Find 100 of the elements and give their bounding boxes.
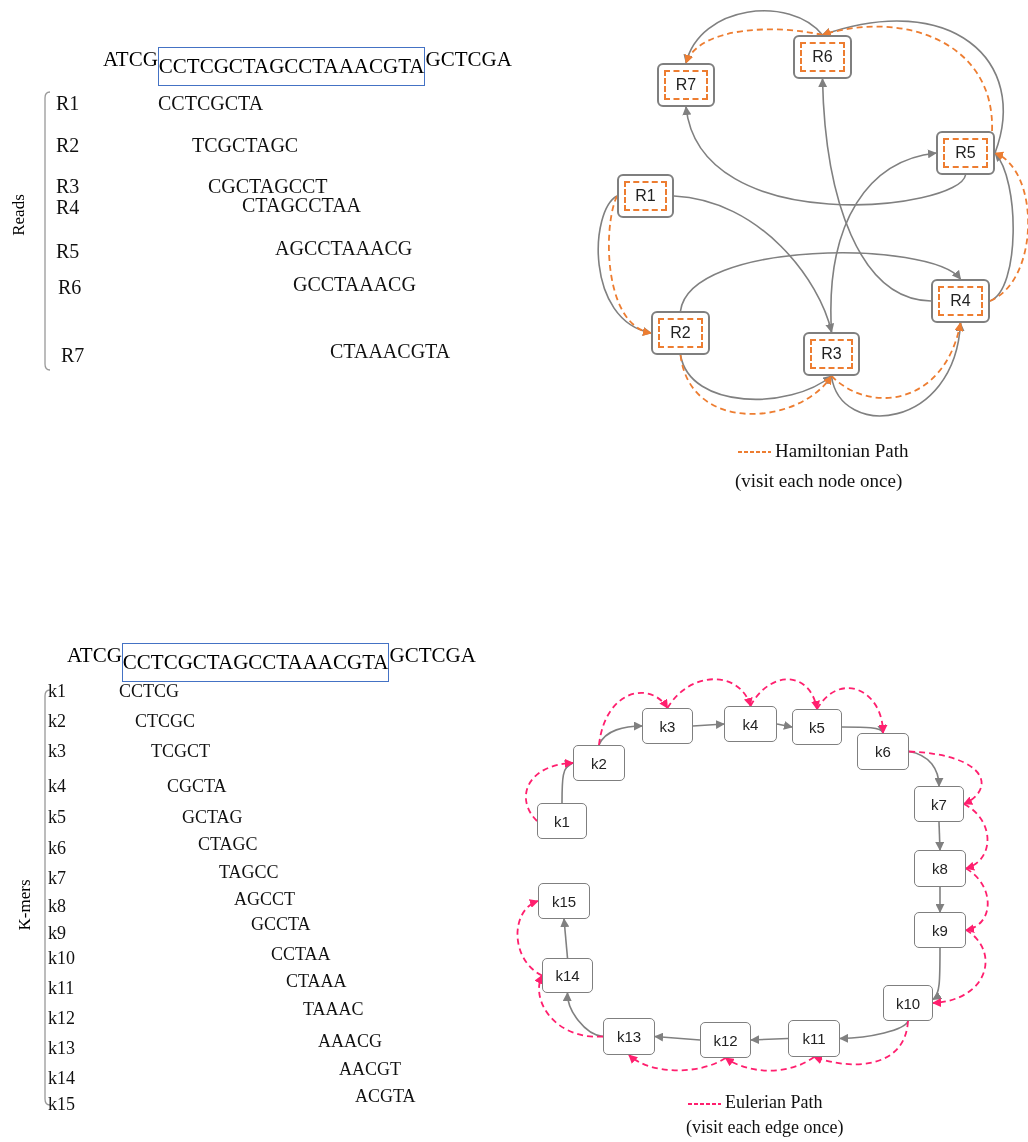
kmer-name: k11	[48, 978, 75, 999]
node-label: k9	[932, 921, 948, 939]
node-label: R4	[950, 292, 971, 310]
kmer-name: k15	[48, 1094, 75, 1115]
node-label: k15	[551, 892, 577, 910]
arrow	[818, 78, 932, 302]
dashed-arrow	[535, 974, 604, 1038]
dashed-arrow	[608, 195, 652, 335]
dashed-arrow	[965, 867, 989, 933]
kmer-name: k4	[48, 776, 66, 797]
arrow	[560, 918, 570, 959]
kmer-name: k8	[48, 896, 66, 917]
node-label: k1	[554, 812, 570, 830]
kmer-name: k2	[48, 711, 66, 732]
kmer-sequence: TAGCC	[219, 862, 279, 883]
dashed-arrow	[816, 687, 887, 734]
arrow	[563, 992, 604, 1038]
arrow	[679, 252, 962, 312]
read-name: R7	[61, 344, 85, 367]
read-node	[657, 63, 715, 107]
node-label: R2	[670, 324, 691, 342]
kmer-sequence: AACGT	[339, 1059, 401, 1080]
kmer-sequence: CTCGC	[135, 711, 195, 732]
kmer-node	[914, 912, 966, 948]
kmer-name: k3	[48, 741, 66, 762]
kmer-node	[537, 803, 587, 839]
read-name: R2	[56, 134, 80, 157]
node-label: k12	[713, 1031, 738, 1049]
kmer-name: k13	[48, 1038, 75, 1059]
arrow	[935, 886, 945, 913]
kmer-sequence: AGCCT	[234, 889, 295, 910]
node-label: k13	[616, 1028, 642, 1045]
read-node	[651, 311, 710, 355]
kmer-node	[883, 985, 933, 1021]
read-node	[931, 279, 990, 323]
kmer-name: k10	[48, 948, 75, 969]
dashed-arrow	[830, 322, 963, 399]
legend-note: (visit each edge once)	[686, 1117, 844, 1138]
dashed-arrow	[724, 1056, 815, 1072]
dashed-arrow	[963, 803, 989, 870]
sequence-text: ATCG	[67, 643, 122, 669]
read-node	[803, 332, 860, 376]
legend-label: Eulerian Path	[725, 1092, 823, 1113]
dashed-arrow	[598, 692, 669, 746]
highlighted-sequence: CCTCGCTAGCCTAAACGTA	[157, 47, 426, 86]
kmer-node	[788, 1020, 840, 1057]
kmer-node	[700, 1022, 751, 1058]
kmer-node	[914, 786, 964, 822]
dashed-arrow	[679, 354, 833, 415]
node-label: R6	[812, 48, 833, 66]
axis-label: K-mers	[15, 879, 35, 931]
kmer-sequence: CTAGC	[198, 834, 258, 855]
arrow	[841, 723, 884, 734]
read-sequence: AGCCTAAACG	[275, 237, 413, 260]
read-name: R5	[56, 240, 80, 263]
dashed-arrow	[908, 750, 983, 805]
kmer-name: k9	[48, 923, 66, 944]
kmer-node	[542, 958, 593, 993]
arrow	[684, 10, 824, 64]
read-name: R1	[56, 92, 80, 115]
arrow	[673, 195, 834, 333]
kmer-node	[603, 1018, 655, 1055]
node-label: R3	[821, 345, 842, 363]
kmer-sequence: ACGTA	[355, 1086, 416, 1107]
read-node	[936, 131, 995, 175]
node-label: R7	[675, 76, 697, 94]
kmer-node	[792, 709, 842, 745]
kmer-node	[857, 733, 909, 770]
arrow	[908, 750, 944, 787]
read-name: R4	[56, 196, 80, 219]
kmer-name: k12	[48, 1008, 75, 1029]
kmer-node	[538, 883, 590, 919]
dashed-arrow	[989, 152, 1028, 302]
read-sequence: GCCTAAACG	[293, 273, 416, 296]
node-label: k11	[802, 1030, 826, 1047]
arrow	[830, 150, 937, 333]
kmer-name: k5	[48, 807, 66, 828]
legend-label: Hamiltonian Path	[775, 440, 909, 462]
highlighted-sequence: CCTCGCTAGCCTAAACGTA	[121, 643, 390, 682]
read-name: R3	[56, 175, 80, 198]
sequence-text: GCTCGA	[389, 643, 476, 669]
dashed-arrow	[821, 25, 993, 132]
sequence-text: ATCG	[103, 47, 158, 73]
node-label: k7	[931, 795, 947, 813]
arrow	[839, 1020, 909, 1043]
axis-label: Reads	[8, 194, 29, 236]
dashed-arrow	[666, 678, 752, 709]
read-node	[617, 174, 674, 218]
kmer-name: k7	[48, 868, 66, 889]
dashed-arrow	[525, 759, 574, 822]
kmer-sequence: CGCTA	[167, 776, 227, 797]
dashed-arrow	[932, 929, 987, 1007]
kmer-sequence: TCGCT	[151, 741, 210, 762]
sequence-text: GCTCGA	[425, 47, 512, 73]
legend-note: (visit each node once)	[735, 470, 903, 492]
node-label: k6	[875, 743, 891, 760]
kmer-name: k1	[48, 681, 66, 702]
dashed-arrow	[749, 678, 820, 710]
kmer-sequence: GCCTA	[251, 914, 311, 935]
read-sequence: CTAAACGTA	[330, 340, 451, 363]
